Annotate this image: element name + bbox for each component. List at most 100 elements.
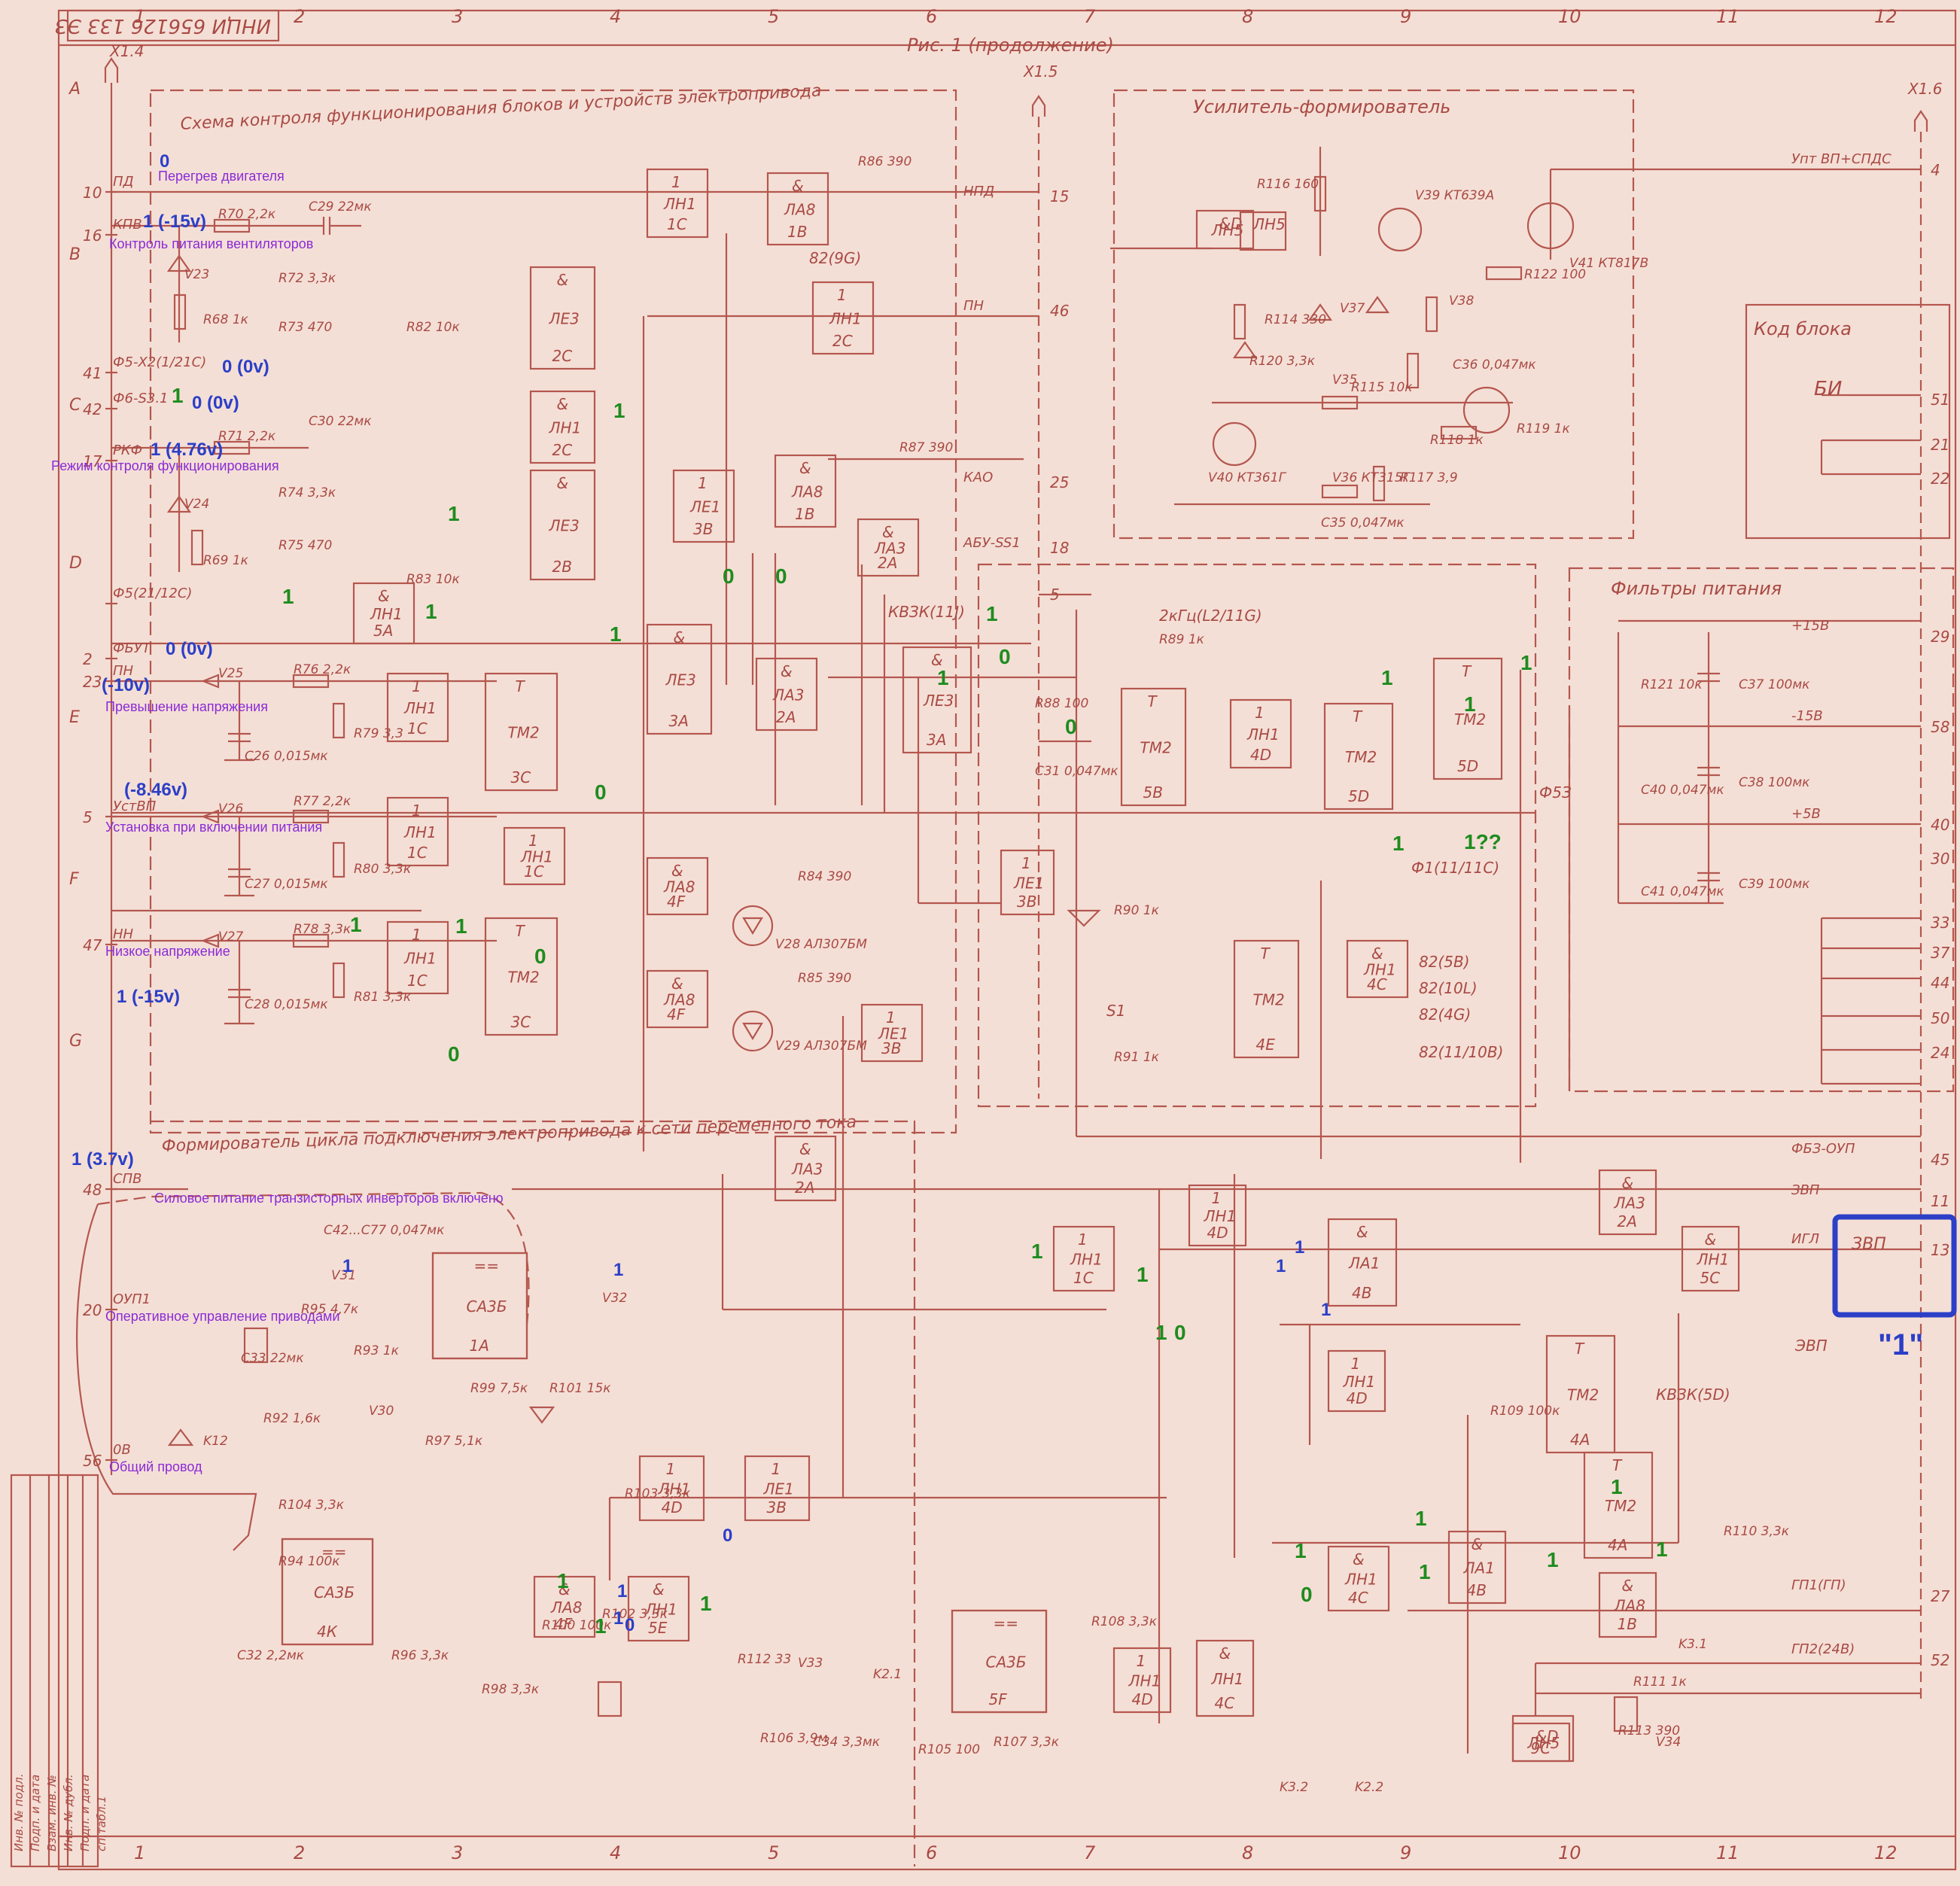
grid-row-letter: A (68, 80, 81, 99)
annotation-green: 1 (350, 913, 362, 936)
net-label: КВЗК(5D) (1656, 1386, 1730, 1404)
gate-pos: 3В (1017, 893, 1036, 911)
component-label: R104 3,3к (278, 1498, 345, 1513)
left-pin-signal: 0В (113, 1442, 131, 1458)
component-label: R78 3,3к (294, 922, 352, 937)
left-pin-number: 20 (83, 1301, 102, 1319)
component-label: V38 (1449, 294, 1474, 309)
component-label: V27 (218, 929, 243, 945)
gate-pos: 4В (1352, 1284, 1371, 1302)
annotation-purple: Превышение напряжения (105, 699, 268, 714)
annotation-blue: 0 (0v) (166, 639, 213, 659)
annotation-purple: Общий провод (109, 1459, 202, 1474)
component-label: V28 АЛ307БМ (775, 937, 867, 952)
left-pin-number: 41 (83, 364, 102, 382)
annotation-blue: 1 (613, 1608, 623, 1629)
component-label: V30 (369, 1404, 394, 1419)
annotation-blue: 1 (-15v) (143, 211, 206, 232)
annotation-green: 1 (1381, 666, 1393, 689)
gate-type: & (799, 1140, 811, 1158)
gate-pos: 4С (1215, 1694, 1235, 1712)
component-label: R93 1к (354, 1343, 400, 1358)
left-pin-number: 10 (83, 184, 102, 202)
component-label: V37 (1340, 301, 1365, 316)
gate-pos: 2В (552, 558, 572, 576)
gate-pos: 2А (878, 554, 897, 572)
gate-name: ЛА3 (874, 540, 905, 558)
gate-pos: 3С (511, 1013, 531, 1031)
component-label: R92 1,6к (263, 1411, 321, 1426)
gate-type: & (781, 662, 793, 680)
gate-type: T (1462, 662, 1472, 680)
component-label: R90 1к (1114, 903, 1160, 918)
component-label: R80 3,3к (354, 862, 412, 877)
gate-type: & (674, 628, 686, 646)
annotation-green: 0 (775, 564, 787, 588)
left-pin-number: 47 (83, 936, 102, 954)
gate-name: ЛН5 (1211, 221, 1244, 239)
component-label: R94 100к (278, 1554, 340, 1569)
gate-name: ТМ2 (1140, 739, 1172, 757)
zvp-highlight: ЗВП "1" (1832, 1214, 1957, 1361)
component-label: C36 0,047мк (1453, 357, 1536, 373)
annotation-green: 1 (1656, 1538, 1668, 1561)
left-pin-signal: ПН (113, 663, 134, 679)
annotation-blue: 0 (0v) (192, 393, 239, 413)
annotation-green: 1 (172, 384, 184, 407)
annotation-green: 1 (986, 602, 998, 625)
relay-section (167, 909, 1639, 1763)
gate-pos: 5D (1457, 757, 1478, 775)
net-label: Ф5З (1539, 783, 1572, 802)
annotation-green: 1 (1547, 1548, 1559, 1571)
annotation-blue: 0 (723, 1526, 732, 1546)
gate-type: & (671, 975, 683, 993)
gate-type: & (653, 1580, 665, 1599)
gate-type: & (557, 474, 569, 492)
gate-pos: 4D (662, 1498, 683, 1516)
annotation-green: 0 (1301, 1583, 1313, 1606)
gate-pos: 1С (667, 215, 687, 233)
gate-pos: 4С (1348, 1589, 1368, 1607)
gate-type: & (1356, 1223, 1368, 1241)
component-label: V35 (1332, 373, 1357, 388)
annotation-green: 1 (613, 399, 625, 422)
gate-pos: 5В (1143, 783, 1163, 802)
right-pin-signal: -15В (1791, 708, 1823, 724)
gate-type: T (516, 677, 526, 695)
transistor-stage (1174, 147, 1575, 506)
left-pin-number: 56 (83, 1452, 102, 1470)
annotation-purple: Установка при включении питания (105, 820, 322, 835)
logic-gates: 1ЛН11С&ЛА81В1ЛН12С&ЛЕ32С&ЛН12С&ЛЕ32В1ЛЕ1… (281, 168, 1740, 1763)
grid-col-top: 10 (1558, 6, 1581, 27)
gate-name: ЛН1 (644, 1601, 677, 1619)
section-filters-title: Фильтры питания (1611, 578, 1782, 599)
gate-pos: 4Е (1256, 1036, 1276, 1054)
component-label: R87 390 (899, 440, 953, 455)
component-label: C40 0,047мк (1641, 783, 1724, 798)
gate-name: ЛА8 (791, 483, 823, 501)
gate-type: == (321, 1543, 347, 1561)
stamp-text: Инв. № дубл. (62, 1774, 75, 1851)
gate-pos: 2А (795, 1179, 814, 1197)
gate-pos: 2А (776, 708, 796, 726)
svg-text:X1.4: X1.4 (109, 42, 145, 60)
component-label: R116 160 (1257, 177, 1319, 192)
component-label: C38 100мк (1739, 775, 1810, 790)
gate-type: 1 (528, 832, 538, 850)
right-pin-number: 21 (1931, 436, 1949, 454)
left-pin-signal: УстВП (113, 799, 157, 814)
annotation-green: 1 (455, 914, 467, 938)
annotation-green: 1 (1520, 651, 1532, 674)
component-label: R108 3,3к (1091, 1614, 1158, 1629)
gate-name: ЛЕ1 (763, 1480, 794, 1498)
